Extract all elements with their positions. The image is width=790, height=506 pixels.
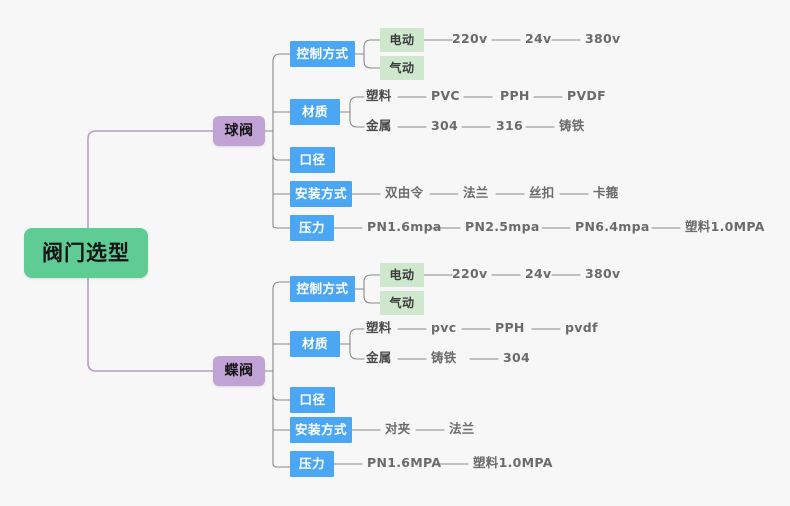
topic-node-butterfly-control-mode[interactable]: 控制方式 [290, 276, 355, 302]
butterfly-mat-to-metal [349, 351, 365, 360]
leaf-connectors [333, 39, 681, 465]
sub-label-butterfly-plastic: 塑料 [366, 320, 392, 335]
leaf-butterfly-electric-380v: 380v [585, 266, 621, 281]
topic-node-ball-caliber[interactable]: 口径 [290, 147, 335, 173]
ball-topic-3-line [272, 154, 291, 161]
ball-ctrl-to-qd [363, 60, 381, 69]
leaf-ball-pressure-pn64: PN6.4mpa [575, 219, 650, 234]
leaf-ball-pressure-plastic10: 塑料1.0MPA [685, 219, 765, 234]
topic-node-ball-material[interactable]: 材质 [290, 99, 340, 125]
topic-node-ball-install-mode[interactable]: 安装方式 [290, 181, 352, 207]
leaf-ball-plastic-pvc: PVC [431, 88, 460, 103]
sub-node-ball-pneumatic[interactable]: 气动 [380, 56, 424, 80]
leaf-ball-plastic-pvdf: PVDF [567, 88, 606, 103]
leaf-ball-pressure-pn16: PN1.6mpa [367, 219, 442, 234]
leaf-ball-electric-380v: 380v [585, 31, 621, 46]
leaf-butterfly-metal-cast-iron: 铸铁 [431, 350, 457, 365]
leaf-ball-pressure-pn25: PN2.5mpa [465, 219, 540, 234]
leaf-butterfly-plastic-pvc: pvc [431, 320, 457, 335]
sub-label-ball-metal: 金属 [366, 118, 392, 133]
sub-node-butterfly-pneumatic[interactable]: 气动 [380, 291, 424, 315]
butterfly-topic-5-line [272, 463, 291, 468]
topic-node-ball-control-mode[interactable]: 控制方式 [290, 41, 355, 67]
leaf-ball-metal-316: 316 [496, 118, 523, 133]
butterfly-ctrl-to-dd [363, 274, 381, 283]
leaf-butterfly-electric-24v: 24v [525, 266, 552, 281]
sub-label-ball-plastic: 塑料 [366, 88, 392, 103]
leaf-butterfly-plastic-pvdf: pvdf [565, 320, 598, 335]
butterfly-mat-to-plastic [349, 328, 365, 337]
leaf-butterfly-metal-304: 304 [503, 350, 530, 365]
ball-topic-5-line [272, 224, 291, 229]
leaf-butterfly-electric-220v: 220v [452, 266, 488, 281]
branch-node-ball-valve[interactable]: 球阀 [213, 116, 265, 146]
ball-mat-to-metal [349, 119, 365, 128]
branch-node-butterfly-valve[interactable]: 蝶阀 [213, 356, 265, 386]
leaf-ball-install-thread: 丝扣 [529, 185, 555, 200]
ball-topic-1-line [272, 53, 291, 62]
leaf-ball-install-clamp: 卡箍 [593, 185, 619, 200]
topic-node-butterfly-pressure[interactable]: 压力 [290, 451, 334, 477]
root-node[interactable]: 阀门选型 [24, 228, 148, 278]
butterfly-ctrl-to-qd [363, 295, 381, 304]
leaf-ball-electric-220v: 220v [452, 31, 488, 46]
topic-node-ball-pressure[interactable]: 压力 [290, 215, 334, 241]
ball-ctrl-to-dd [363, 39, 381, 48]
sub-node-ball-electric[interactable]: 电动 [380, 28, 424, 52]
butterfly-topic-1-line [272, 281, 291, 290]
leaf-butterfly-pressure-plastic10: 塑料1.0MPA [473, 455, 553, 470]
ball-mat-to-plastic [349, 96, 365, 105]
sub-label-butterfly-metal: 金属 [366, 350, 392, 365]
leaf-ball-install-flange: 法兰 [463, 185, 489, 200]
topic-node-butterfly-install-mode[interactable]: 安装方式 [290, 417, 352, 443]
butterfly-topic-3-line [272, 394, 291, 401]
leaf-ball-metal-304: 304 [431, 118, 458, 133]
leaf-ball-install-union: 双由令 [385, 185, 424, 200]
leaf-ball-plastic-pph: PPH [500, 88, 530, 103]
leaf-butterfly-install-flange: 法兰 [449, 421, 475, 436]
topic-node-butterfly-caliber[interactable]: 口径 [290, 387, 335, 413]
leaf-ball-metal-cast-iron: 铸铁 [559, 118, 585, 133]
topic-node-butterfly-material[interactable]: 材质 [290, 331, 340, 357]
leaf-butterfly-install-wafer: 对夹 [385, 421, 411, 436]
leaf-butterfly-pressure-pn16: PN1.6MPA [367, 455, 442, 470]
leaf-butterfly-plastic-pph: PPH [495, 320, 525, 335]
sub-node-butterfly-electric[interactable]: 电动 [380, 263, 424, 287]
leaf-ball-electric-24v: 24v [525, 31, 552, 46]
